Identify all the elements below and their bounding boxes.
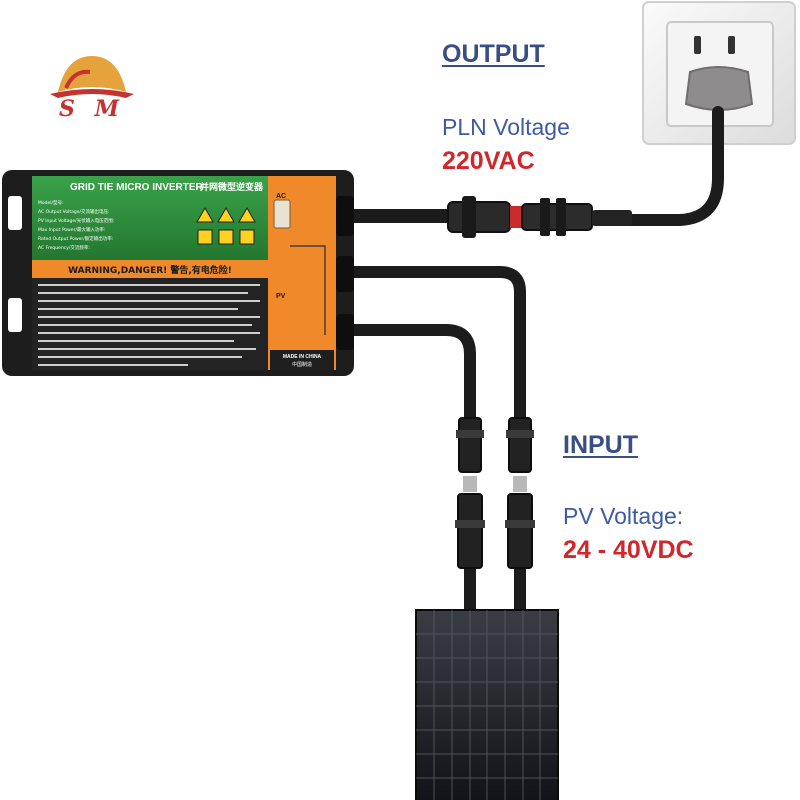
- input-value: 24 - 40VDC: [563, 536, 694, 564]
- warning-banner: WARNING,DANGER! 警告,有电危险!: [68, 264, 232, 276]
- output-label: PLN Voltage: [442, 114, 570, 140]
- made-in-label: MADE IN CHINA: [283, 354, 322, 360]
- spec-line: AC Output Voltage/交流输出电压:: [38, 208, 110, 215]
- spec-line: Max Input Power/最大输入功率:: [38, 226, 105, 233]
- logo: S M: [44, 48, 140, 126]
- logo-text: S M: [59, 96, 125, 122]
- spec-line: Model/型号:: [38, 199, 64, 206]
- plug-icon: [684, 66, 754, 111]
- micro-inverter: GRID TIE MICRO INVERTER 并网微型逆变器 Model/型号…: [2, 170, 354, 376]
- logo-hat-icon: [50, 56, 134, 98]
- input-heading: INPUT: [563, 431, 638, 459]
- output-heading: OUTPUT: [442, 40, 545, 68]
- made-in-label-cn: 中国制造: [292, 361, 312, 368]
- inverter-title: GRID TIE MICRO INVERTER: [70, 182, 204, 193]
- pv-connector: [455, 417, 535, 569]
- pv-port-label: PV: [276, 293, 286, 300]
- input-label: PV Voltage:: [563, 503, 684, 529]
- inverter-title-cn: 并网微型逆变器: [200, 181, 264, 193]
- spec-line: AC Frequency/交流频率:: [38, 244, 90, 251]
- ac-port-label: AC: [276, 193, 286, 200]
- input-cable: [344, 266, 526, 618]
- spec-line: PV Input Voltage/光伏输入电压范围:: [38, 217, 114, 224]
- warning-icon: [196, 206, 256, 245]
- output-cable: [343, 106, 724, 226]
- ac-connector: [447, 196, 632, 238]
- spec-line: Rated Output Power/额定输出功率:: [38, 235, 113, 242]
- output-value: 220VAC: [442, 147, 535, 175]
- solar-panel: [415, 609, 559, 800]
